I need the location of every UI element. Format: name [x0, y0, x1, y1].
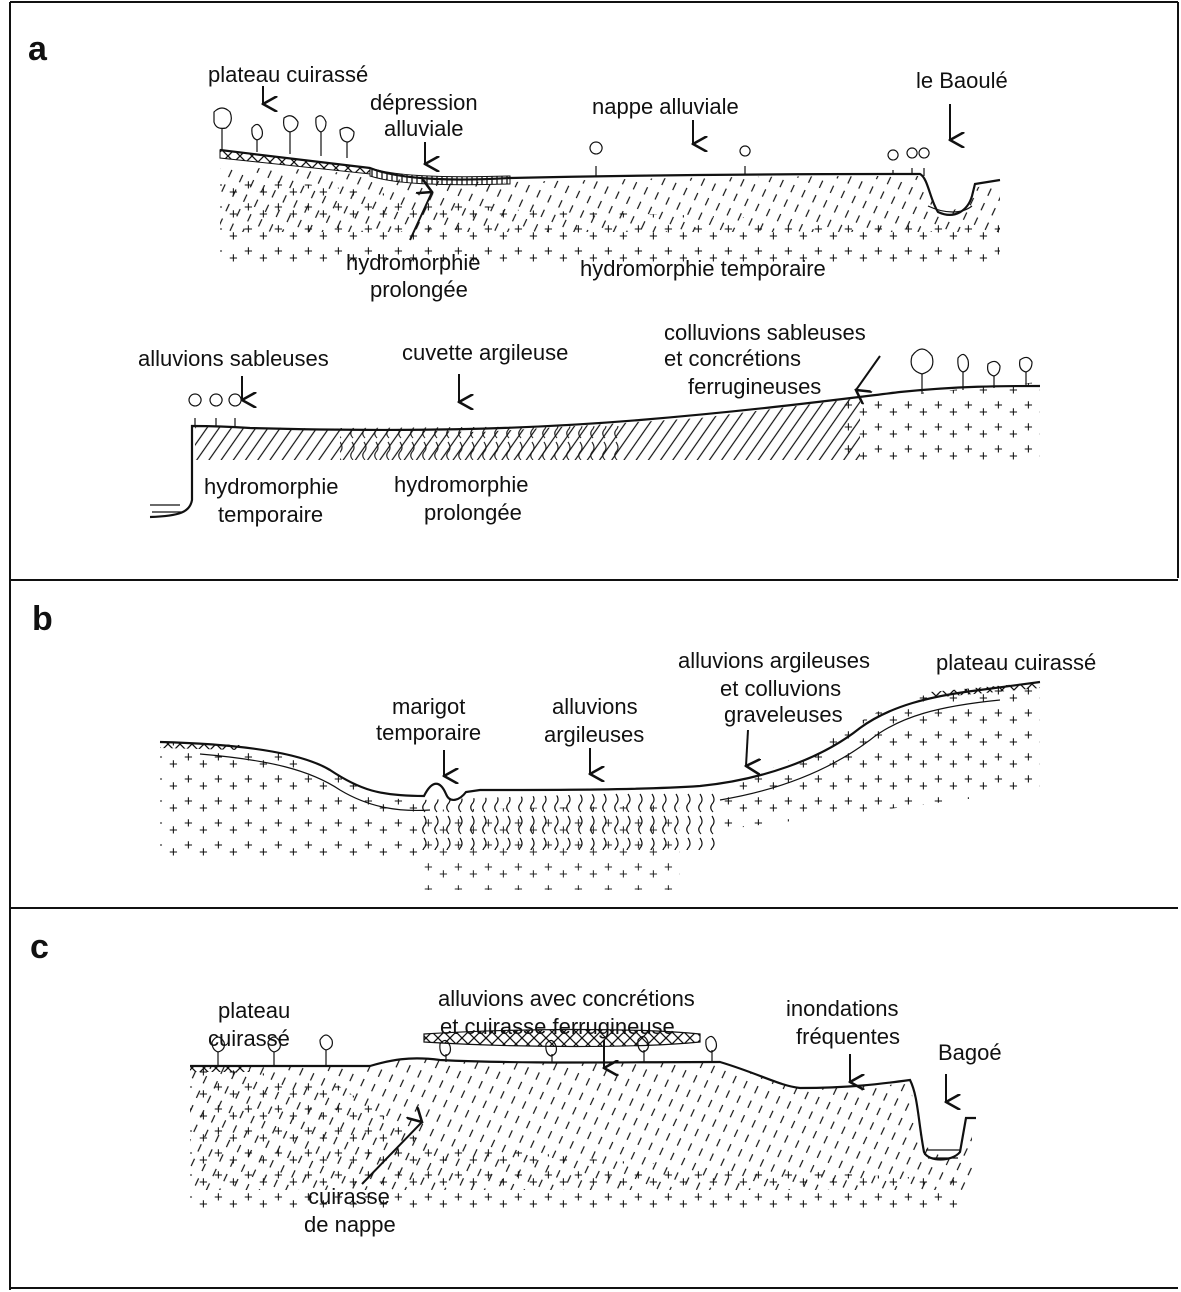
label-alluvions-colluvions-2: et colluvions [720, 676, 841, 701]
label-le-baoule: le Baoulé [916, 68, 1008, 93]
label-marigot-2: temporaire [376, 720, 481, 745]
profile-a-upper [220, 150, 1000, 262]
label-alluvions-argileuses-1: alluvions [552, 694, 638, 719]
panel-a: a plateau cuirassé dépression alluviale [28, 30, 1040, 527]
label-plateau-c-1: plateau [218, 998, 290, 1023]
label-plateau-c-2: cuirassé [208, 1026, 290, 1051]
label-hydromorphie-prolongee-2: prolongée [370, 277, 468, 302]
label-hydromorphie-prolongee-2b: prolongée [424, 500, 522, 525]
label-alluvions-concretions-1: alluvions avec concrétions [438, 986, 695, 1011]
label-hydromorphie-prolongee-2a: hydromorphie [394, 472, 529, 497]
label-colluvions-2: et concrétions [664, 346, 801, 371]
label-hydromorphie-temporaire-2a: hydromorphie [204, 474, 339, 499]
label-colluvions-1: colluvions sableuses [664, 320, 866, 345]
label-plateau-cuirasse-a: plateau cuirassé [208, 62, 368, 87]
profile-c [190, 1030, 976, 1211]
label-hydromorphie-prolongee-1: hydromorphie [346, 250, 481, 275]
label-hydromorphie-temporaire-2b: temporaire [218, 502, 323, 527]
panel-b: b marigot temporaire alluvions argileuse… [32, 600, 1096, 890]
panel-letter-b: b [32, 600, 53, 638]
panel-letter-c: c [30, 928, 49, 966]
panel-letter-a: a [28, 30, 48, 68]
arrow-alluvions-colluvions [746, 730, 748, 766]
label-alluvions-colluvions-3: graveleuses [724, 702, 843, 727]
label-inondations-2: fréquentes [796, 1024, 900, 1049]
label-alluvions-argileuses-2: argileuses [544, 722, 644, 747]
panel-c: c plateau cuirassé alluvions avec concré… [30, 928, 1002, 1237]
label-plateau-cuirasse-b: plateau cuirassé [936, 650, 1096, 675]
label-alluvions-sableuses: alluvions sableuses [138, 346, 329, 371]
label-hydromorphie-temporaire: hydromorphie temporaire [580, 256, 826, 281]
label-cuvette-argileuse: cuvette argileuse [402, 340, 568, 365]
arrow-colluvions [856, 356, 880, 390]
label-nappe-alluviale: nappe alluviale [592, 94, 739, 119]
label-marigot-1: marigot [392, 694, 465, 719]
label-depression-1: dépression [370, 90, 478, 115]
label-cuirasse-de-nappe-2: de nappe [304, 1212, 396, 1237]
label-cuirasse-de-nappe-1: cuirasse [308, 1184, 390, 1209]
label-inondations-1: inondations [786, 996, 899, 1021]
label-bagoe: Bagoé [938, 1040, 1002, 1065]
label-depression-2: alluviale [384, 116, 464, 141]
label-alluvions-concretions-2: et cuirasse ferrugineuse [440, 1014, 675, 1039]
label-colluvions-3: ferrugineuses [688, 374, 821, 399]
label-alluvions-colluvions-1: alluvions argileuses [678, 648, 870, 673]
